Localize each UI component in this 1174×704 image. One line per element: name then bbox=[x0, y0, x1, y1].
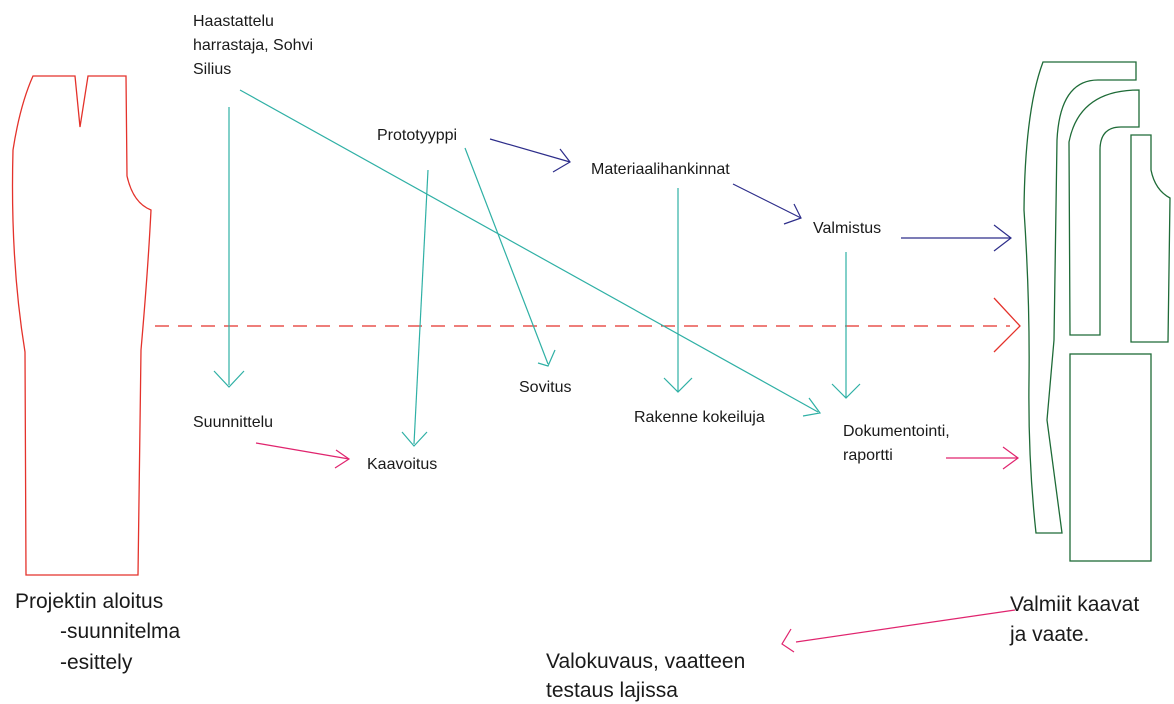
label-structure-trials: Rakenne kokeiluja bbox=[634, 409, 765, 426]
pattern-piece-sleeve bbox=[1130, 134, 1171, 343]
label-fitting: Sovitus bbox=[519, 379, 571, 396]
label-photography-line1: Valokuvaus, vaatteen bbox=[546, 650, 745, 673]
label-project-start-line3: -esittely bbox=[60, 651, 133, 674]
label-finished-line1: Valmiit kaavat bbox=[1010, 593, 1139, 616]
label-prototype: Prototyyppi bbox=[377, 127, 457, 144]
label-documentation-line1: Dokumentointi, bbox=[843, 423, 950, 440]
label-project-start-line2: -suunnitelma bbox=[60, 620, 181, 643]
pattern-piece-back bbox=[1068, 89, 1140, 336]
teal-arrows bbox=[213, 89, 861, 447]
label-documentation-line2: raportti bbox=[843, 447, 893, 464]
pattern-piece-front bbox=[1023, 61, 1137, 534]
label-project-start-line1: Projektin aloitus bbox=[15, 590, 163, 613]
label-photography: Valokuvaus, vaatteen testaus lajissa bbox=[546, 650, 751, 702]
label-project-start: Projektin aloitus -suunnitelma -esittely bbox=[15, 590, 186, 674]
label-finished-line2: ja vaate. bbox=[1009, 623, 1089, 646]
label-interview-line1: Haastattelu bbox=[193, 13, 274, 30]
label-design: Suunnittelu bbox=[193, 414, 273, 431]
pattern-piece-rectangle bbox=[1069, 353, 1152, 562]
label-interview: Haastattelu harrastaja, Sohvi Silius bbox=[193, 13, 318, 78]
label-pattern-making: Kaavoitus bbox=[367, 456, 437, 473]
start-pattern-piece bbox=[11, 75, 152, 576]
label-documentation: Dokumentointi, raportti bbox=[843, 423, 954, 464]
label-interview-line3: Silius bbox=[193, 61, 231, 78]
label-interview-line2: harrastaja, Sohvi bbox=[193, 37, 313, 54]
navy-arrows bbox=[489, 138, 1012, 252]
timeline-arrowhead bbox=[993, 297, 1021, 353]
label-photography-line2: testaus lajissa bbox=[546, 679, 678, 702]
label-finished: Valmiit kaavat ja vaate. bbox=[1009, 593, 1145, 646]
magenta-arrows bbox=[255, 442, 1020, 653]
label-materials: Materiaalihankinnat bbox=[591, 161, 730, 178]
label-manufacturing: Valmistus bbox=[813, 220, 881, 237]
finished-pattern-pieces bbox=[1023, 61, 1171, 562]
